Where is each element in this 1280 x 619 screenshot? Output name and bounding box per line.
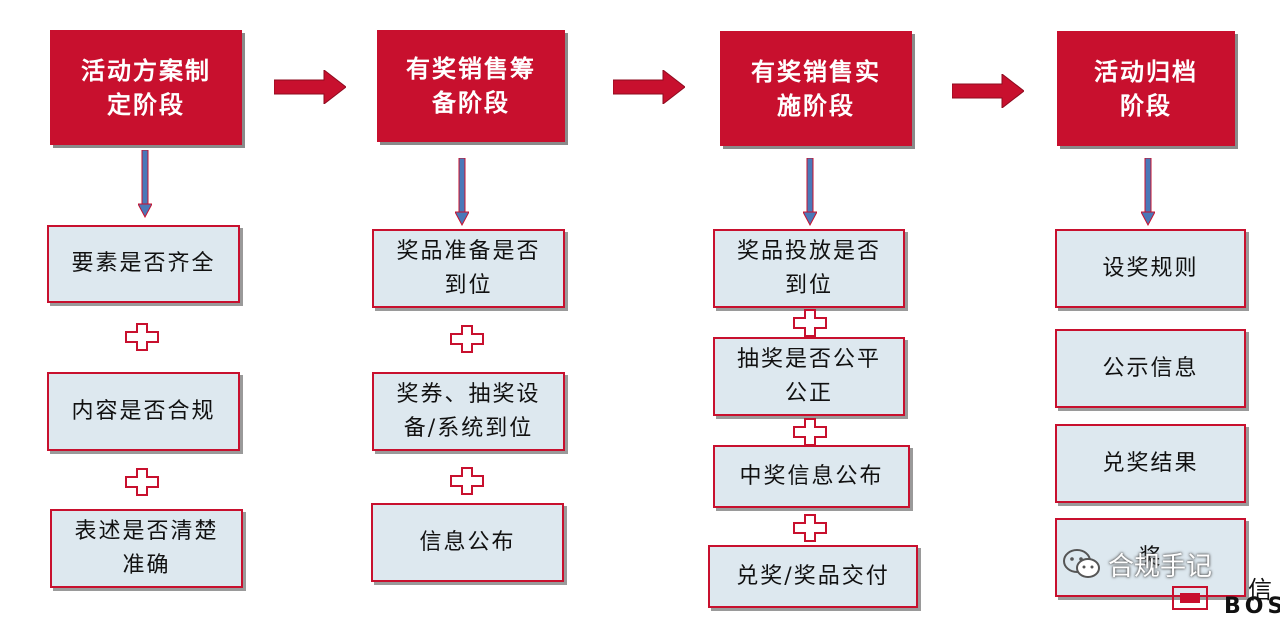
plus-icon	[125, 468, 159, 496]
item-plan-elements: 要素是否齐全	[47, 225, 240, 303]
stage-plan: 活动方案制 定阶段	[50, 30, 242, 145]
brand-logo: 信 BOS	[1172, 568, 1280, 619]
item-label: 公示信息	[1102, 355, 1199, 381]
item-label: 要素是否齐全	[71, 251, 216, 276]
item-implement-fairness: 抽奖是否公平 公正	[713, 337, 905, 416]
logo-mark-icon	[1172, 586, 1208, 610]
item-implement-redeem: 兑奖/奖品交付	[708, 545, 918, 608]
item-archive-prize: 奖	[1055, 518, 1246, 597]
item-label: 奖品投放是否 到位	[736, 238, 881, 298]
arrow-down-icon	[803, 158, 817, 226]
stage-plan-label: 活动方案制 定阶段	[81, 55, 211, 119]
stage-archive-label: 活动归档 阶段	[1094, 56, 1198, 120]
item-label: 抽奖是否公平 公正	[736, 346, 881, 406]
plus-icon	[793, 514, 827, 542]
plus-icon	[793, 309, 827, 337]
logo-cn-text: 信	[1248, 576, 1272, 604]
item-archive-rules: 设奖规则	[1055, 229, 1246, 308]
item-archive-notice: 公示信息	[1055, 329, 1246, 408]
arrow-down-icon	[138, 150, 152, 218]
item-label: 表述是否清楚 准确	[74, 518, 219, 578]
item-label: 奖品准备是否 到位	[396, 238, 541, 298]
item-label: 内容是否合规	[71, 398, 216, 424]
arrow-down-icon	[455, 158, 469, 226]
stage-implement-label: 有奖销售实 施阶段	[751, 56, 881, 120]
stage-prepare: 有奖销售筹 备阶段	[377, 30, 565, 142]
arrow-right-icon	[274, 70, 346, 104]
item-archive-results: 兑奖结果	[1055, 424, 1246, 503]
plus-icon	[125, 323, 159, 351]
plus-icon	[793, 418, 827, 446]
item-label: 设奖规则	[1102, 255, 1199, 281]
item-label: 信息公布	[419, 529, 516, 555]
item-label: 奖券、抽奖设 备/系统到位	[396, 381, 541, 441]
item-plan-clarity: 表述是否清楚 准确	[50, 509, 243, 588]
item-implement-winners: 中奖信息公布	[713, 445, 910, 508]
arrow-right-icon	[952, 74, 1024, 108]
stage-prepare-label: 有奖销售筹 备阶段	[406, 54, 536, 117]
watermark: 合规手记	[1062, 544, 1280, 584]
item-label: 兑奖/奖品交付	[736, 563, 890, 589]
stage-archive: 活动归档 阶段	[1057, 31, 1235, 146]
item-prepare-prizes: 奖品准备是否 到位	[372, 229, 565, 308]
plus-icon	[450, 325, 484, 353]
watermark-text: 合规手记	[1108, 551, 1213, 582]
logo-en-text: BOS	[1224, 594, 1280, 619]
stage-implement: 有奖销售实 施阶段	[720, 31, 912, 146]
item-implement-delivery: 奖品投放是否 到位	[713, 229, 905, 308]
item-prepare-publish: 信息公布	[371, 503, 564, 582]
wechat-icon	[1063, 549, 1100, 578]
item-prepare-devices: 奖券、抽奖设 备/系统到位	[372, 372, 565, 451]
item-label: 中奖信息公布	[739, 463, 884, 489]
item-plan-compliance: 内容是否合规	[47, 372, 240, 451]
plus-icon	[450, 467, 484, 495]
item-label: 兑奖结果	[1102, 450, 1199, 476]
arrow-down-icon	[1141, 158, 1155, 226]
arrow-right-icon	[613, 70, 685, 104]
item-label: 奖	[1138, 544, 1163, 570]
